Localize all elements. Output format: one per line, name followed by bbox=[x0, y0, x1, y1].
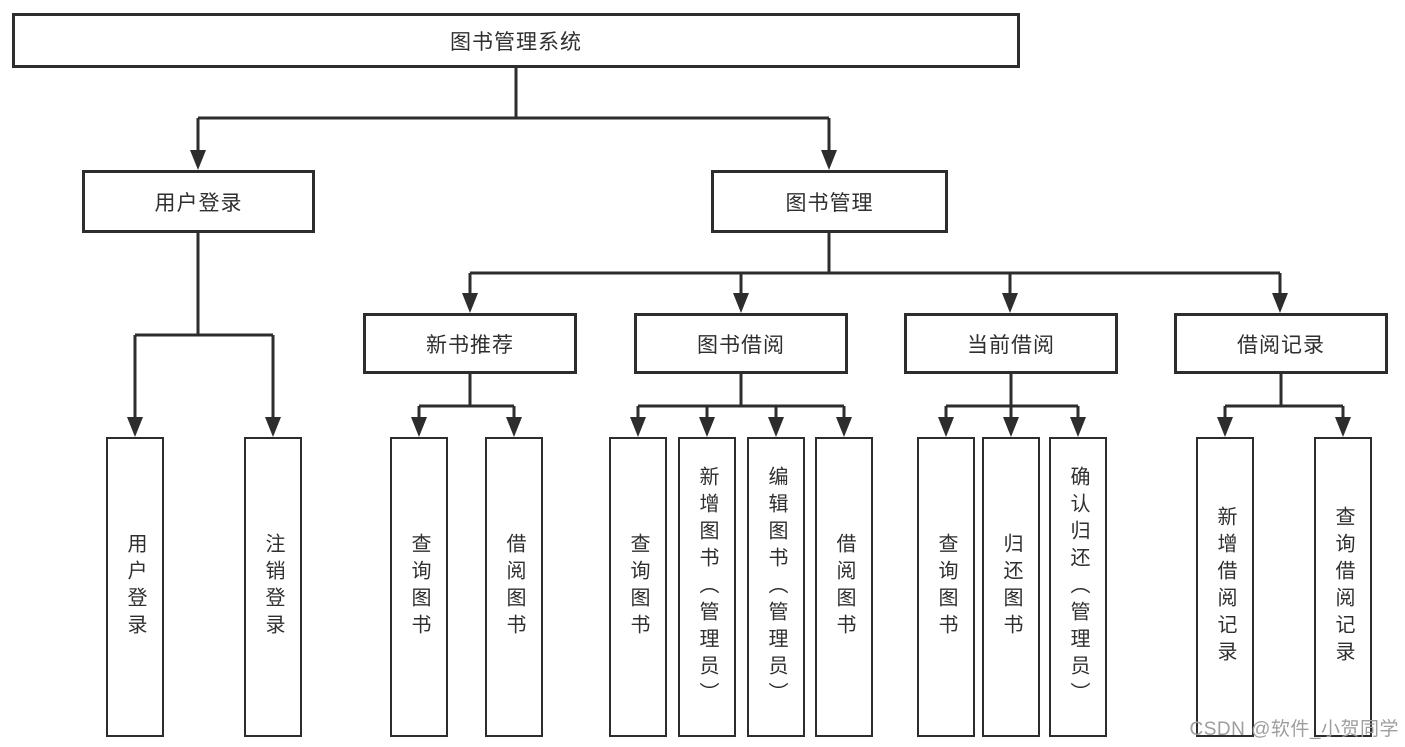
node-add-borrow-record: 新增借阅记录 bbox=[1196, 437, 1254, 737]
node-label: 图书管理系统 bbox=[450, 30, 582, 54]
node-book-management: 图书管理 bbox=[711, 170, 948, 233]
watermark: CSDN @软件_小贺同学 bbox=[1189, 719, 1399, 740]
node-query-books-borrow: 查询图书 bbox=[609, 437, 667, 737]
node-query-books-current: 查询图书 bbox=[917, 437, 975, 737]
node-user-login-action: 用户登录 bbox=[106, 437, 164, 737]
node-label: 借阅记录 bbox=[1237, 333, 1325, 357]
node-label: 新增借阅记录 bbox=[1214, 506, 1236, 668]
node-logout-action: 注销登录 bbox=[244, 437, 302, 737]
node-current-borrow: 当前借阅 bbox=[904, 313, 1118, 374]
arrowhead-icons bbox=[127, 150, 1351, 437]
node-book-borrow: 图书借阅 bbox=[634, 313, 848, 374]
node-label: 用户登录 bbox=[124, 533, 146, 641]
node-edit-books-admin: 编辑图书（管理员） bbox=[747, 437, 805, 737]
node-label: 查询图书 bbox=[935, 533, 957, 641]
node-user-login: 用户登录 bbox=[82, 170, 315, 233]
node-library-management-system: 图书管理系统 bbox=[12, 13, 1020, 68]
node-label: 用户登录 bbox=[154, 191, 243, 215]
node-label: 当前借阅 bbox=[967, 333, 1055, 357]
node-label: 借阅图书 bbox=[503, 533, 525, 641]
node-borrow-records: 借阅记录 bbox=[1174, 313, 1388, 374]
node-confirm-return-admin: 确认归还（管理员） bbox=[1049, 437, 1107, 737]
node-label: 图书管理 bbox=[785, 191, 874, 215]
node-add-books-admin: 新增图书（管理员） bbox=[678, 437, 736, 737]
node-label: 新书推荐 bbox=[426, 333, 514, 357]
node-label: 查询借阅记录 bbox=[1332, 506, 1354, 668]
node-label: 确认归还（管理员） bbox=[1067, 465, 1089, 709]
node-label: 图书借阅 bbox=[697, 333, 785, 357]
node-borrow-books-recommend: 借阅图书 bbox=[485, 437, 543, 737]
node-label: 注销登录 bbox=[262, 533, 284, 641]
node-query-borrow-record: 查询借阅记录 bbox=[1314, 437, 1372, 737]
node-borrow-books-action: 借阅图书 bbox=[815, 437, 873, 737]
node-label: 查询图书 bbox=[408, 533, 430, 641]
node-label: 查询图书 bbox=[627, 533, 649, 641]
node-query-books-recommend: 查询图书 bbox=[390, 437, 448, 737]
node-label: 借阅图书 bbox=[833, 533, 855, 641]
node-label: 编辑图书（管理员） bbox=[765, 465, 787, 709]
node-return-books: 归还图书 bbox=[982, 437, 1040, 737]
node-new-book-recommend: 新书推荐 bbox=[363, 313, 577, 374]
node-label: 归还图书 bbox=[1000, 533, 1022, 641]
node-label: 新增图书（管理员） bbox=[696, 465, 718, 709]
